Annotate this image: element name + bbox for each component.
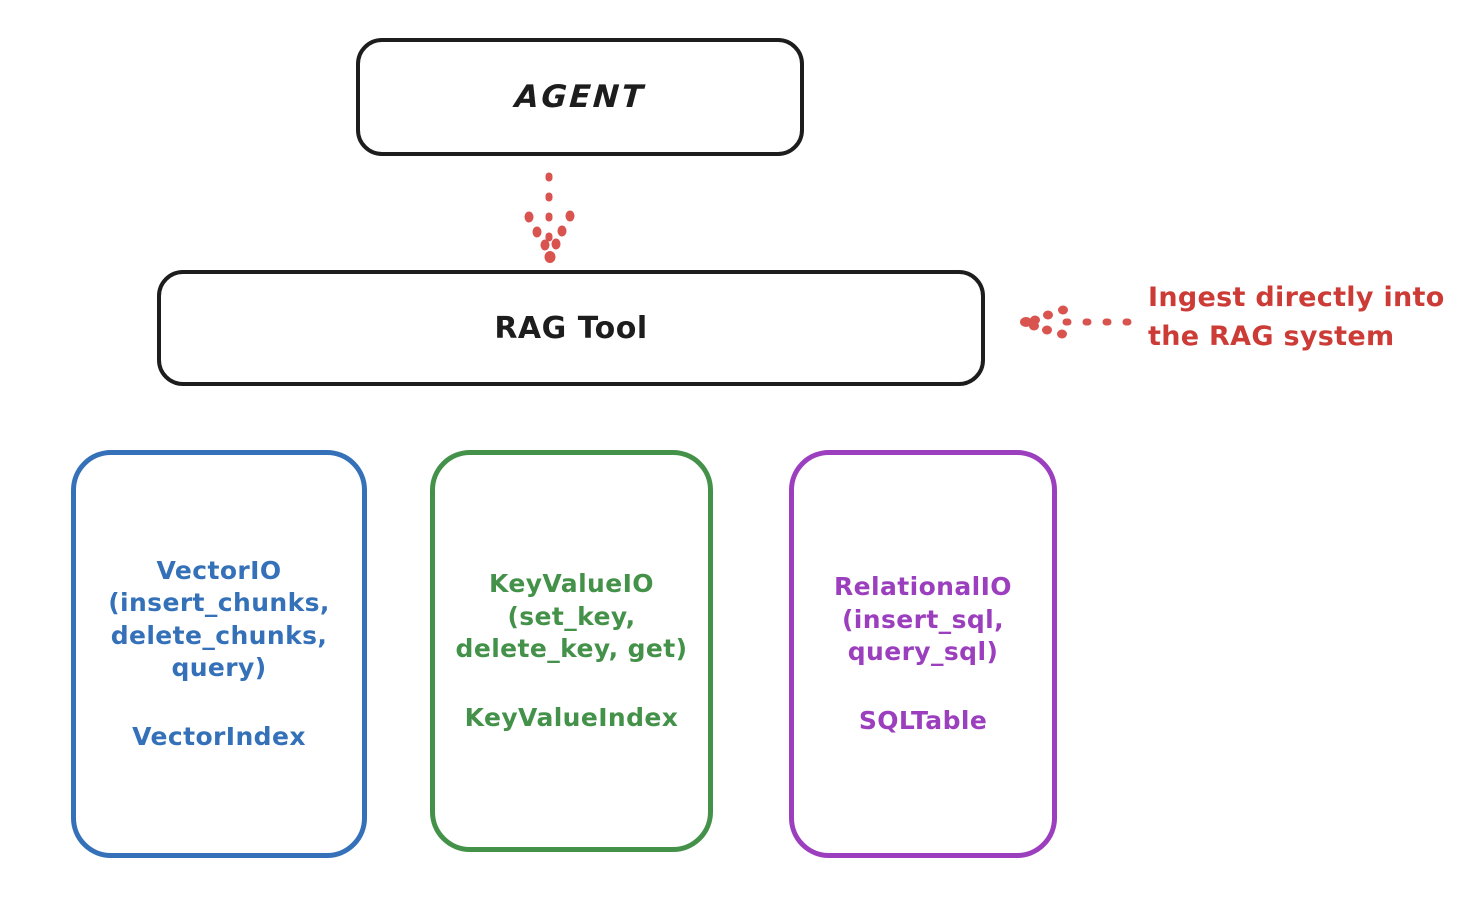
- node-relational-io-index-label: SQLTable: [858, 705, 988, 735]
- node-rag-tool[interactable]: RAG Tool: [157, 270, 985, 386]
- annotation-ingest-text: Ingest directly into the RAG system: [1148, 282, 1445, 353]
- node-agent-label: AGENT: [513, 79, 647, 115]
- node-relational-io[interactable]: RelationalIO (insert_sql, query_sql) SQL…: [789, 450, 1057, 858]
- node-rag-tool-label: RAG Tool: [494, 310, 648, 346]
- node-vector-io-index-label: VectorIndex: [132, 721, 306, 751]
- node-vector-io[interactable]: VectorIO (insert_chunks, delete_chunks, …: [71, 450, 367, 858]
- node-vector-io-api-label: VectorIO (insert_chunks, delete_chunks, …: [108, 555, 330, 683]
- node-key-value-io-api-label: KeyValueIO (set_key, delete_key, get): [455, 569, 688, 663]
- node-key-value-io-index-label: KeyValueIndex: [464, 702, 679, 732]
- connector-agent-to-rag-tool: [524, 172, 575, 263]
- node-relational-io-api-label: RelationalIO (insert_sql, query_sql): [834, 572, 1012, 666]
- node-agent[interactable]: AGENT: [356, 38, 804, 156]
- node-key-value-io[interactable]: KeyValueIO (set_key, delete_key, get) Ke…: [430, 450, 713, 852]
- connector-ingest-to-rag-tool: [1020, 305, 1132, 339]
